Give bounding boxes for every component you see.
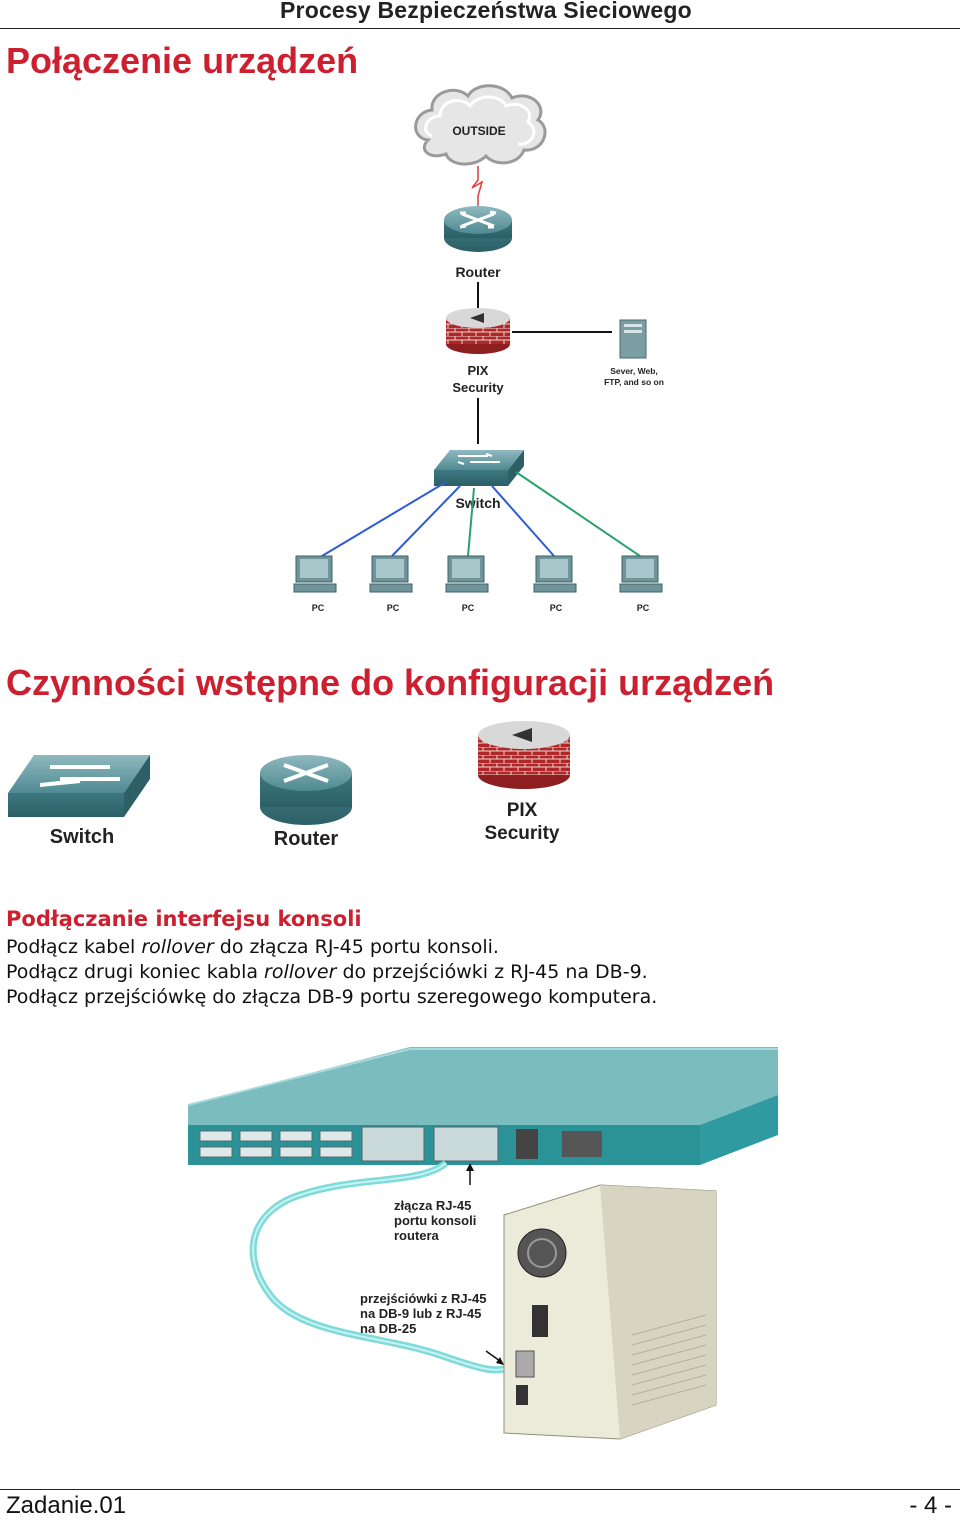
- router-chassis-icon: [187, 1047, 778, 1165]
- pc-tower-icon: [503, 1184, 717, 1440]
- wan-link: [471, 166, 484, 206]
- pc-icon: [445, 555, 489, 593]
- callout-adapter-1: przejściówki z RJ-45: [360, 1291, 486, 1306]
- page-footer: Zadanie.01 - 4 -: [0, 1489, 960, 1519]
- server-icon: [619, 319, 647, 359]
- cloud-label: OUTSIDE: [452, 124, 505, 138]
- outside-cloud-icon: [414, 84, 547, 166]
- device-icons: Switch Router PIX Security: [8, 721, 570, 850]
- router-icon: [444, 206, 512, 252]
- console-instruction-1: Podłącz kabel rollover do złącza RJ-45 p…: [6, 936, 499, 958]
- pc-label: PC: [387, 603, 400, 613]
- console-instruction-2: Podłącz drugi koniec kabla rollover do p…: [6, 961, 648, 983]
- pc-icon: [619, 555, 663, 593]
- switch-icon: [8, 755, 150, 817]
- callout-rj45-3: routera: [394, 1228, 440, 1243]
- pix-label-1: PIX: [468, 363, 489, 378]
- section-title-connection: Połączenie urządzeń: [6, 40, 359, 81]
- pc-label: PC: [462, 603, 475, 613]
- pc-label: PC: [550, 603, 563, 613]
- pc-label: PC: [637, 603, 650, 613]
- pc-icon: [369, 555, 413, 593]
- router-icon: [260, 755, 352, 825]
- device-pix-label-1: PIX: [507, 800, 538, 821]
- header-title: Procesy Bezpieczeństwa Sieciowego: [280, 0, 692, 23]
- pc-icon: [293, 555, 337, 593]
- switch-label: Switch: [455, 495, 500, 511]
- pix-label-2: Security: [452, 380, 504, 395]
- footer-left: Zadanie.01: [6, 1492, 127, 1519]
- console-instruction-3: Podłącz przejściówkę do złącza DB-9 port…: [6, 986, 658, 1008]
- pc-icon: [533, 555, 577, 593]
- device-router-label: Router: [274, 828, 339, 850]
- rollover-cable: [249, 1160, 515, 1374]
- device-switch-label: Switch: [50, 826, 114, 848]
- console-heading: Podłączanie interfejsu konsoli: [6, 907, 362, 931]
- switch-icon: [434, 450, 524, 486]
- console-connection-illustration: złącza RJ-45 portu konsoli routera przej…: [187, 1047, 778, 1440]
- pix-firewall-icon: [446, 308, 510, 354]
- pix-firewall-icon: [478, 721, 570, 789]
- pc-label: PC: [312, 603, 325, 613]
- router-label: Router: [455, 264, 501, 280]
- page-header: Procesy Bezpieczeństwa Sieciowego: [0, 0, 960, 29]
- callout-rj45-1: złącza RJ-45: [394, 1198, 471, 1213]
- server-label-1: Sever, Web,: [610, 366, 658, 376]
- callout-rj45-2: portu konsoli: [394, 1213, 476, 1228]
- page-number: - 4 -: [909, 1492, 952, 1519]
- server-label-2: FTP, and so on: [604, 377, 664, 387]
- section-title-preliminary: Czynności wstępne do konfiguracji urządz…: [6, 662, 775, 703]
- callout-adapter-3: na DB-25: [360, 1321, 416, 1336]
- network-diagram: OUTSIDE Router PIX Security Sever, Web, …: [293, 84, 664, 613]
- callout-adapter-2: na DB-9 lub z RJ-45: [360, 1306, 481, 1321]
- device-pix-label-2: Security: [485, 823, 560, 844]
